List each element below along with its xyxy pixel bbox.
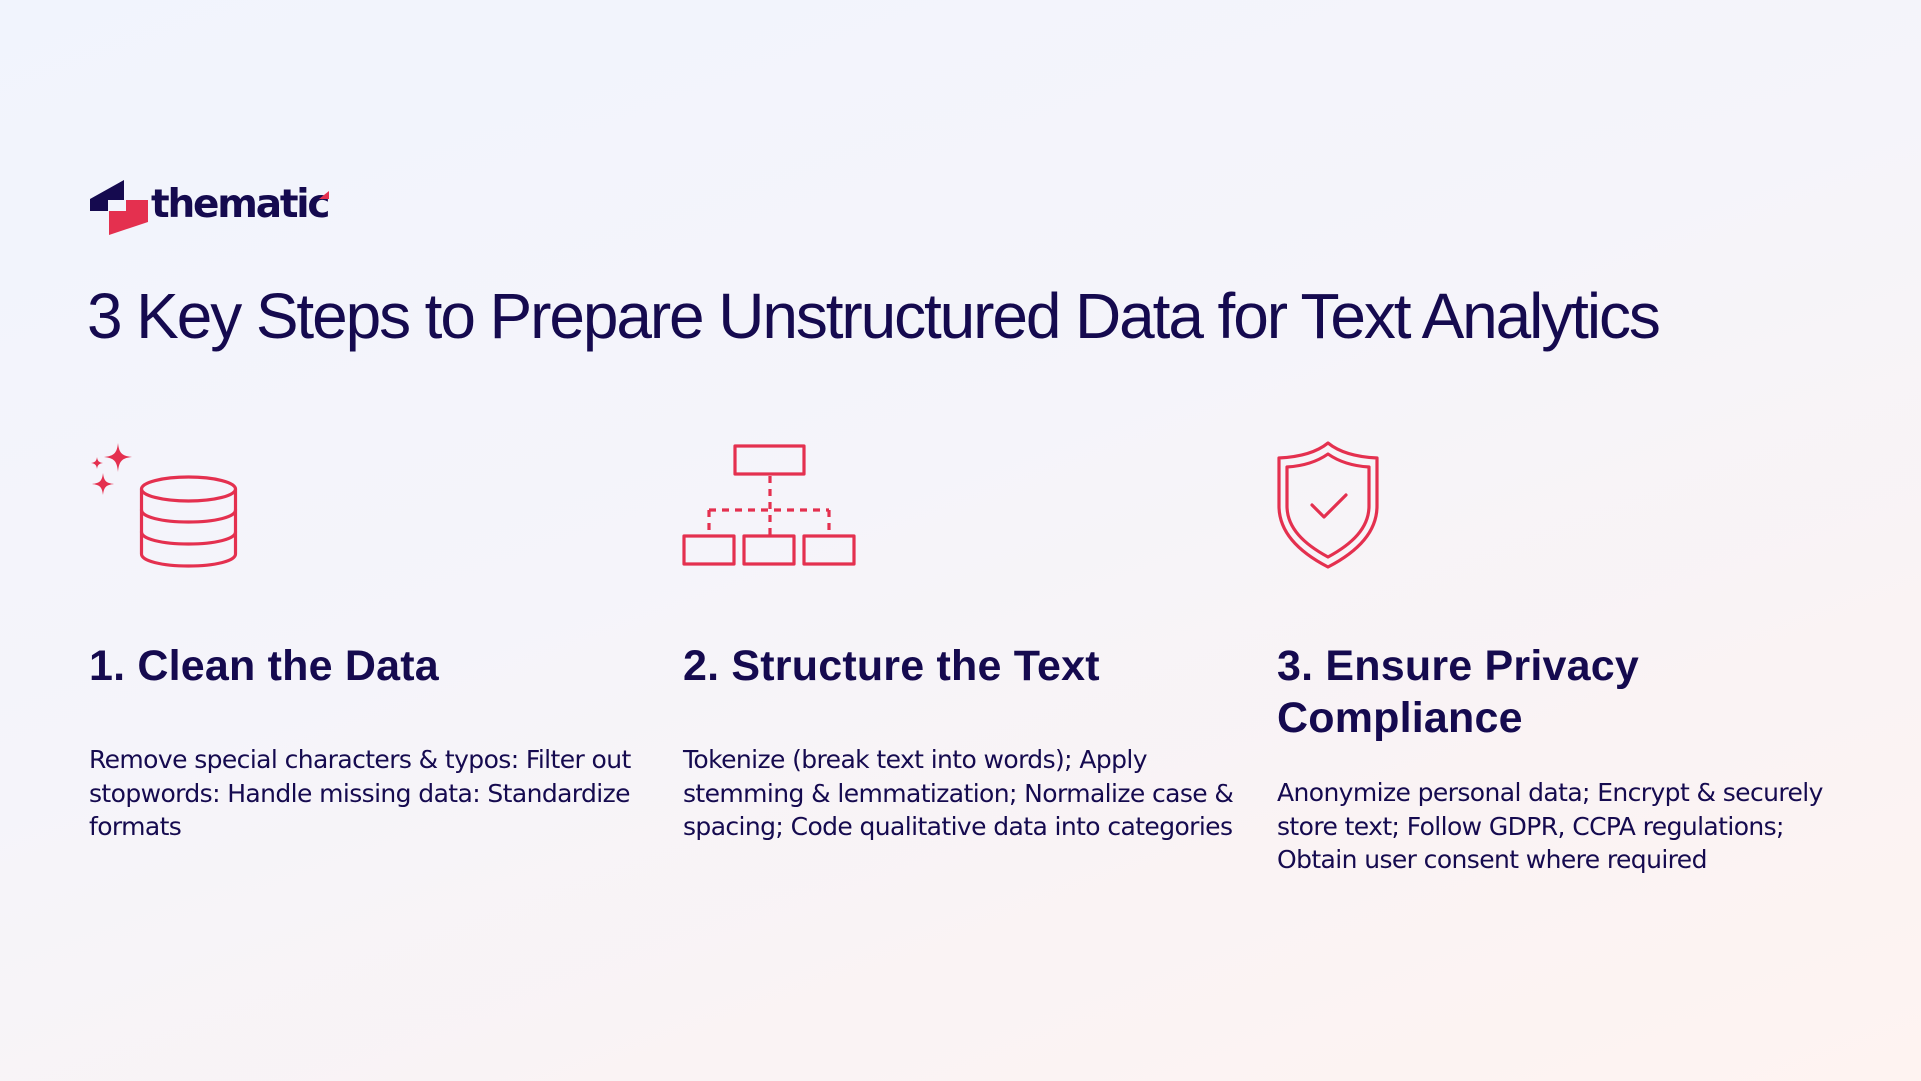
step-heading: 2. Structure the Text: [683, 642, 1100, 690]
step-card-structure-text: 2. Structure the Text Tokenize (break te…: [682, 440, 1243, 841]
step-heading: 3. Ensure Privacy Compliance: [1277, 642, 1639, 742]
thematic-wordmark: thematic: [151, 182, 331, 227]
step-card-clean-data: 1. Clean the Data Remove special charact…: [89, 440, 649, 841]
step-card-privacy-compliance: 3. Ensure Privacy Compliance Anonymize p…: [1277, 440, 1837, 874]
hierarchy-icon: [682, 444, 856, 566]
logo-i-dot-icon: [319, 191, 329, 199]
shield-check-icon: [1277, 441, 1379, 569]
step-icon-wrap: [682, 440, 1243, 570]
step-icon-wrap: [1277, 440, 1837, 570]
page-title: 3 Key Steps to Prepare Unstructured Data…: [87, 280, 1661, 352]
thematic-logo-mark-icon: [90, 180, 148, 235]
step-icon-wrap: [89, 440, 649, 570]
step-heading: 1. Clean the Data: [89, 642, 439, 690]
step-description: Tokenize (break text into words); Apply …: [683, 745, 1234, 841]
step-description: Anonymize personal data; Encrypt & secur…: [1277, 778, 1823, 874]
step-description: Remove special characters & typos: Filte…: [89, 745, 631, 841]
database-sparkle-icon: [91, 443, 238, 568]
